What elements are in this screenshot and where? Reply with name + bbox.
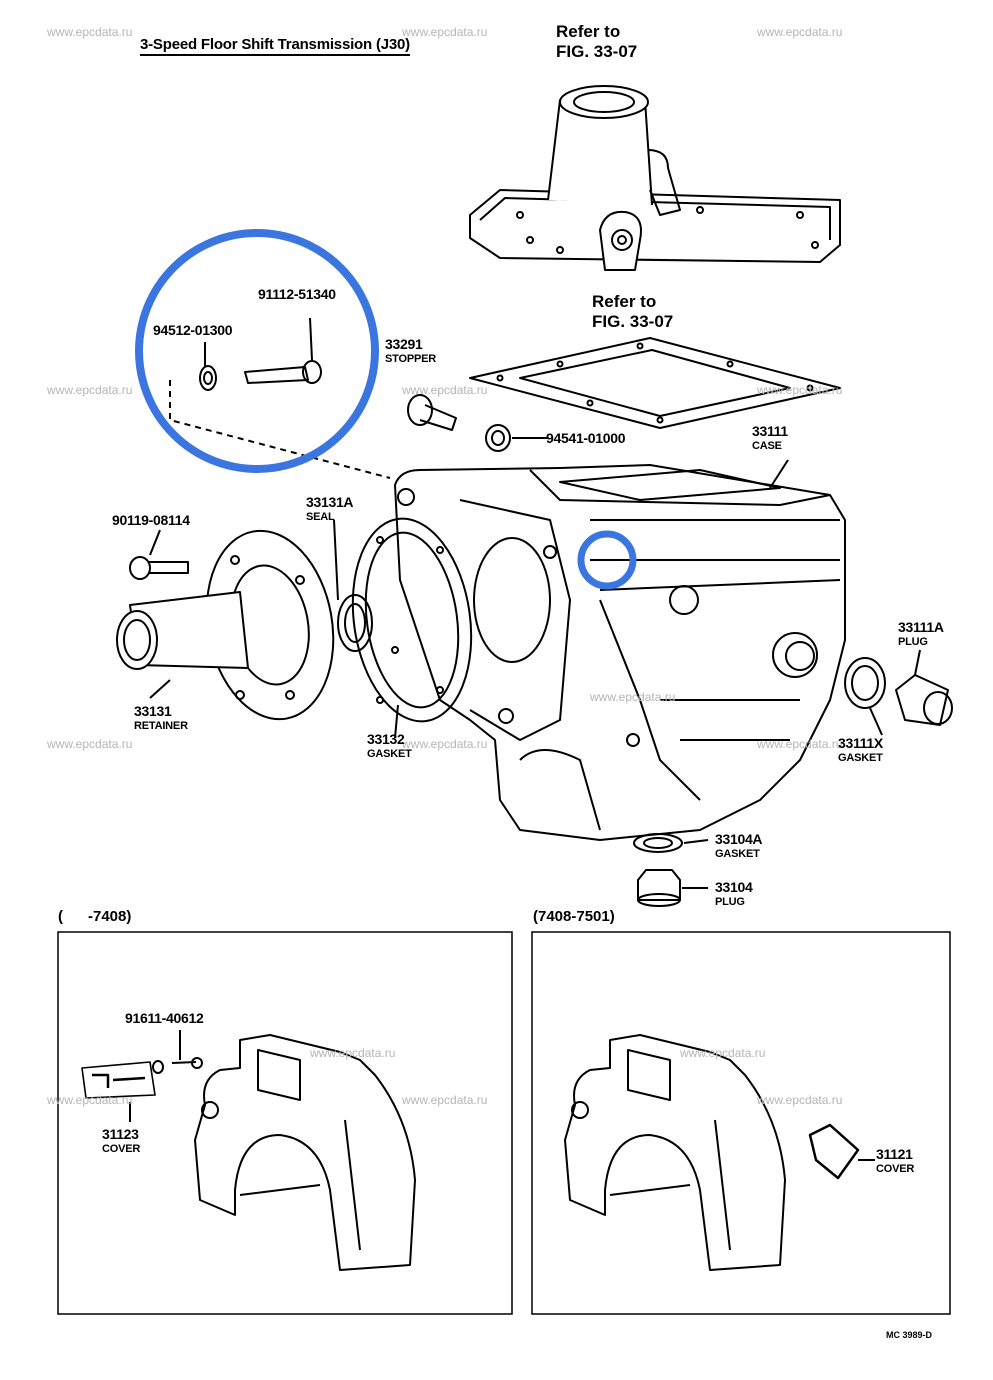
shift-lever-housing-drawing (469, 85, 841, 271)
oil-seal-drawing (337, 594, 373, 652)
part-number: 33132 (367, 731, 405, 747)
part-number: 33131 (134, 703, 172, 719)
part-label-33111[interactable]: 33111 CASE (752, 424, 788, 454)
part-label-33132[interactable]: 33132 GASKET (367, 732, 412, 762)
part-number: 33104A (715, 831, 763, 847)
watermark: www.epcdata.ru (310, 1046, 396, 1060)
part-name: CASE (752, 440, 782, 452)
highlight-circle-bolt (135, 229, 379, 473)
refer-line1: Refer to (592, 292, 657, 311)
part-label-90119-08114[interactable]: 90119-08114 (112, 512, 190, 528)
section-label-right: (7408-7501) (533, 908, 615, 925)
part-number: 33111A (898, 619, 944, 635)
part-number: 33111 (752, 423, 788, 439)
box-frame-left (57, 931, 513, 1315)
refer-line2: FIG. 33-07 (592, 312, 674, 331)
bolt-91112-drawing (199, 360, 322, 391)
watermark: www.epcdata.ru (680, 1046, 766, 1060)
retainer-drawing (116, 529, 335, 721)
refer-label-gasket: Refer to FIG. 33-07 (592, 292, 673, 332)
watermark: www.epcdata.ru (757, 383, 843, 397)
part-name: PLUG (898, 636, 928, 648)
watermark: www.epcdata.ru (757, 25, 843, 39)
front-gasket-drawing (351, 517, 473, 723)
part-label-33111X[interactable]: 33111X GASKET (838, 736, 883, 766)
part-label-91112-51340[interactable]: 91112-51340 (258, 286, 336, 302)
top-gasket-drawing (469, 337, 841, 429)
drain-plug-drawing (633, 833, 683, 907)
part-label-94541-01000[interactable]: 94541-01000 (546, 430, 626, 446)
diagram-title: 3-Speed Floor Shift Transmission (J30) (140, 36, 410, 56)
stopper-drawing (407, 394, 457, 431)
bolt-90119-drawing (129, 556, 189, 580)
watermark: www.epcdata.ru (47, 737, 133, 751)
bellhousing-right-drawing (564, 1034, 875, 1271)
part-label-31123[interactable]: 31123 COVER (102, 1127, 140, 1157)
part-label-31121[interactable]: 31121 COVER (876, 1147, 914, 1177)
part-number: 33104 (715, 879, 753, 895)
part-label-33111A[interactable]: 33111A PLUG (898, 620, 944, 650)
part-label-33131[interactable]: 33131 RETAINER (134, 704, 188, 734)
part-name: SEAL (306, 511, 335, 523)
watermark: www.epcdata.ru (47, 1093, 133, 1107)
watermark: www.epcdata.ru (47, 25, 133, 39)
part-label-33291[interactable]: 33291 STOPPER (385, 337, 436, 367)
figure-code: MC 3989-D (886, 1330, 933, 1340)
part-label-94512-01300[interactable]: 94512-01300 (153, 322, 233, 338)
box-frame-right (531, 931, 951, 1315)
watermark: www.epcdata.ru (402, 1093, 488, 1107)
part-name: COVER (876, 1163, 915, 1175)
watermark: www.epcdata.ru (757, 1093, 843, 1107)
refer-label-top: Refer to FIG. 33-07 (556, 22, 637, 62)
part-label-91611-40612[interactable]: 91611-40612 (125, 1010, 204, 1026)
part-name: PLUG (715, 896, 745, 908)
part-label-33104[interactable]: 33104 PLUG (715, 879, 753, 910)
watermark: www.epcdata.ru (402, 737, 488, 751)
watermark: www.epcdata.ru (402, 25, 488, 39)
highlight-circle-hole (577, 530, 637, 590)
part-name: GASKET (838, 752, 883, 764)
part-name: GASKET (715, 848, 760, 860)
part-label-33104A[interactable]: 33104A GASKET (715, 831, 763, 862)
part-name: GASKET (367, 748, 412, 760)
watermark: www.epcdata.ru (402, 383, 488, 397)
watermark: www.epcdata.ru (757, 737, 843, 751)
bellhousing-left-drawing (81, 1030, 416, 1271)
part-number: 31121 (876, 1146, 913, 1162)
part-label-33131A[interactable]: 33131A SEAL (306, 494, 354, 525)
washer-94541-drawing (485, 424, 511, 452)
part-number: 33131A (306, 494, 354, 510)
section-label-left: ( -7408) (58, 908, 132, 925)
transmission-case-drawing (394, 464, 846, 841)
refer-line2: FIG. 33-07 (556, 42, 638, 61)
watermark: www.epcdata.ru (47, 383, 133, 397)
part-number: 33111X (838, 735, 883, 751)
part-number: 31123 (102, 1126, 139, 1142)
part-number: 33291 (385, 336, 423, 352)
side-plug-drawing (844, 657, 953, 726)
refer-line1: Refer to (556, 22, 621, 41)
part-name: COVER (102, 1143, 141, 1155)
watermark: www.epcdata.ru (590, 690, 676, 704)
part-name: STOPPER (385, 353, 436, 365)
part-name: RETAINER (134, 720, 188, 732)
